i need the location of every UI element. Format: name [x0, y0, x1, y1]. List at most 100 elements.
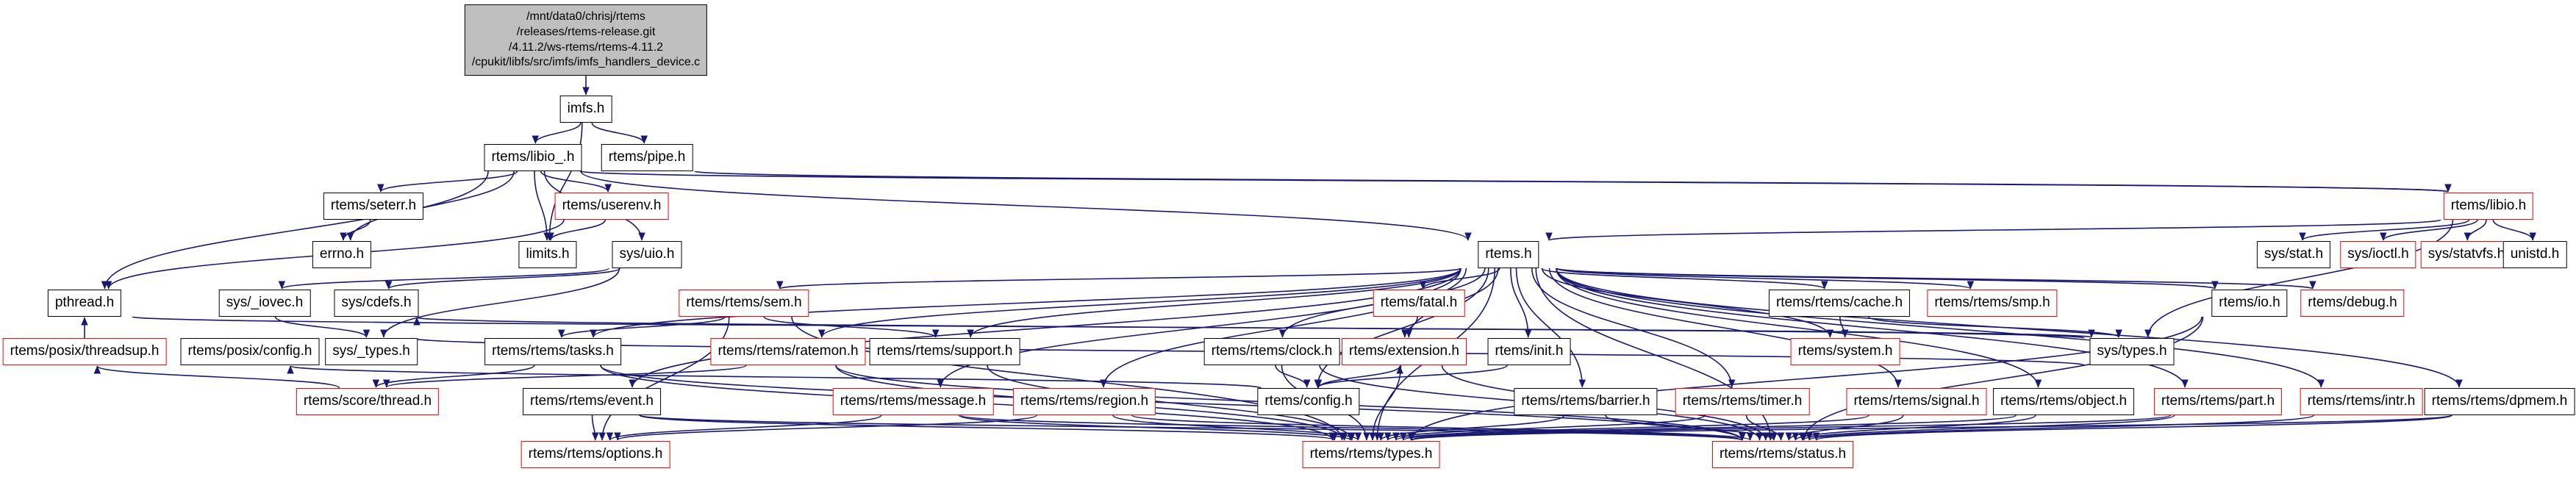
header-node-system[interactable]: rtems/system.h — [1790, 338, 1900, 365]
header-node-tasks[interactable]: rtems/rtems/tasks.h — [484, 338, 621, 365]
header-node-init[interactable]: rtems/init.h — [1487, 338, 1571, 365]
header-node-systypes[interactable]: sys/types.h — [2089, 338, 2175, 365]
include-edge-rtems-cache — [1541, 268, 1828, 290]
header-node-part[interactable]: rtems/rtems/part.h — [2153, 388, 2283, 415]
header-node-imfs[interactable]: imfs.h — [559, 96, 612, 123]
header-node-iovec[interactable]: sys/_iovec.h — [218, 290, 311, 317]
header-node-pipe[interactable]: rtems/pipe.h — [601, 144, 693, 171]
header-node-seterr[interactable]: rtems/seterr.h — [323, 193, 424, 220]
header-node-statvfs[interactable]: sys/statvfs.h — [2420, 241, 2513, 268]
header-node-rrtypes[interactable]: rtems/rtems/types.h — [1302, 441, 1440, 468]
header-node-errno[interactable]: errno.h — [312, 241, 372, 268]
include-edge-event-options — [591, 414, 599, 441]
include-edge-imfs-limits — [545, 122, 583, 241]
include-edge-imfs-pipe — [591, 122, 648, 144]
header-node-support[interactable]: rtems/rtems/support.h — [869, 338, 1020, 365]
include-edge-ratemon-scorethread — [383, 365, 747, 388]
include-edge-libio_-libio — [580, 170, 2450, 193]
include-edge-sem-tasks — [558, 316, 726, 338]
header-node-status[interactable]: rtems/rtems/status.h — [1711, 441, 1854, 468]
include-edge-cache-systypes — [1868, 316, 2122, 338]
header-node-ioctl[interactable]: sys/ioctl.h — [2340, 241, 2416, 268]
include-edge-libio-ioctl — [2380, 219, 2478, 241]
include-edge-sem-options — [598, 316, 730, 441]
header-node-libio[interactable]: rtems/libio.h — [2443, 193, 2534, 220]
include-edge-rtems-region — [1100, 268, 1467, 388]
include-edge-rtems-timer — [1531, 268, 1736, 388]
include-edge-rtems-init — [1510, 268, 1532, 338]
header-node-config[interactable]: rtems/config.h — [1257, 388, 1360, 415]
include-edge-signal-rrtypes — [1392, 414, 1870, 441]
include-edge-libio_-userenv — [540, 170, 612, 193]
include-edge-libio_-pthread — [101, 170, 489, 290]
header-node-timer[interactable]: rtems/rtems/timer.h — [1675, 388, 1810, 415]
header-node-ratemon[interactable]: rtems/rtems/ratemon.h — [710, 338, 866, 365]
include-edge-signal-status — [1785, 414, 1904, 441]
header-node-object[interactable]: rtems/rtems/object.h — [1992, 388, 2135, 415]
header-node-limits[interactable]: limits.h — [518, 241, 577, 268]
include-edge-init-config — [1314, 365, 1508, 388]
include-edge-barrier-status — [1605, 414, 1778, 441]
header-node-uio[interactable]: sys/uio.h — [612, 241, 682, 268]
header-node-message[interactable]: rtems/rtems/message.h — [832, 388, 994, 415]
include-edge-part-status — [1799, 414, 2175, 441]
include-edge-rtems-ratemon — [818, 268, 1461, 338]
include-edge-intr-status — [1806, 414, 2314, 441]
include-edge-io-status — [1800, 316, 2204, 441]
header-node-smp[interactable]: rtems/rtems/smp.h — [1927, 290, 2058, 317]
header-node-dpmem[interactable]: rtems/rtems/dpmem.h — [2424, 388, 2575, 415]
header-node-libio_[interactable]: rtems/libio_.h — [484, 144, 582, 171]
include-edge-rtems-sem — [776, 268, 1461, 290]
header-node-barrier[interactable]: rtems/rtems/barrier.h — [1514, 388, 1658, 415]
header-node-scorethread[interactable]: rtems/score/thread.h — [296, 388, 440, 415]
include-edge-event-status — [639, 414, 1745, 441]
header-node-_types[interactable]: sys/_types.h — [325, 338, 418, 365]
include-edge-object-rrtypes — [1400, 414, 2017, 441]
include-edge-rtems-smp — [1556, 268, 1974, 290]
include-edge-libio_-limits — [534, 170, 551, 241]
include-edge-libio-stat — [2299, 219, 2470, 241]
include-edge-event-rrtypes — [639, 414, 1338, 441]
header-node-userenv[interactable]: rtems/userenv.h — [554, 193, 669, 220]
header-node-sem[interactable]: rtems/rtems/sem.h — [679, 290, 809, 317]
header-node-region[interactable]: rtems/rtems/region.h — [1012, 388, 1156, 415]
include-edge-sem-support — [763, 316, 940, 338]
header-node-fatal[interactable]: rtems/fatal.h — [1373, 290, 1465, 317]
header-node-threadsup[interactable]: rtems/posix/threadsup.h — [2, 338, 167, 365]
include-edge-extension-rrtypes — [1369, 365, 1402, 441]
header-node-options[interactable]: rtems/rtems/options.h — [520, 441, 670, 468]
include-edge-io-rrtypes — [1408, 316, 2203, 441]
current-file-node: /mnt/data0/chrisj/rtems /releases/rtems-… — [464, 4, 708, 76]
include-edge-sem-rrtypes — [791, 316, 1346, 441]
include-edge-message-rrtypes — [958, 414, 1354, 441]
include-edge-seterr-errno — [340, 219, 371, 241]
header-node-unistd[interactable]: unistd.h — [2502, 241, 2567, 268]
include-edge-pipe-libio — [694, 170, 2450, 193]
include-edge-rtems-signal — [1548, 268, 1902, 388]
header-node-cdefs[interactable]: sys/cdefs.h — [334, 290, 419, 317]
header-node-signal[interactable]: rtems/rtems/signal.h — [1846, 388, 1987, 415]
header-node-intr[interactable]: rtems/rtems/intr.h — [2300, 388, 2423, 415]
header-node-event[interactable]: rtems/rtems/event.h — [523, 388, 661, 415]
include-edge-libio-statvfs — [2464, 219, 2487, 241]
include-edge-rtems-object — [1556, 268, 2042, 388]
header-node-cache[interactable]: rtems/rtems/cache.h — [1768, 290, 1911, 317]
include-edge-dpmem-status — [1813, 414, 2452, 441]
include-edge-region-options — [614, 414, 1037, 441]
include-edge-rtems-message — [937, 268, 1461, 388]
header-node-debug[interactable]: rtems/debug.h — [2300, 290, 2405, 317]
header-node-rtems[interactable]: rtems.h — [1478, 241, 1539, 268]
header-node-clock[interactable]: rtems/rtems/clock.h — [1203, 338, 1340, 365]
header-node-pthread[interactable]: pthread.h — [47, 290, 122, 317]
include-edge-userenv-limits — [547, 219, 607, 241]
header-node-extension[interactable]: rtems/extension.h — [1342, 338, 1467, 365]
header-node-posixcfg[interactable]: rtems/posix/config.h — [180, 338, 320, 365]
include-edge-uio-_types — [380, 268, 620, 338]
include-edge-rtems-fatal — [1419, 268, 1500, 290]
include-edge-message-status — [960, 414, 1746, 441]
header-node-stat[interactable]: sys/stat.h — [2256, 241, 2331, 268]
header-node-io[interactable]: rtems/io.h — [2211, 290, 2288, 317]
include-edge-cache-system — [1839, 316, 1849, 338]
include-edge-imfs-libio_ — [532, 122, 582, 144]
